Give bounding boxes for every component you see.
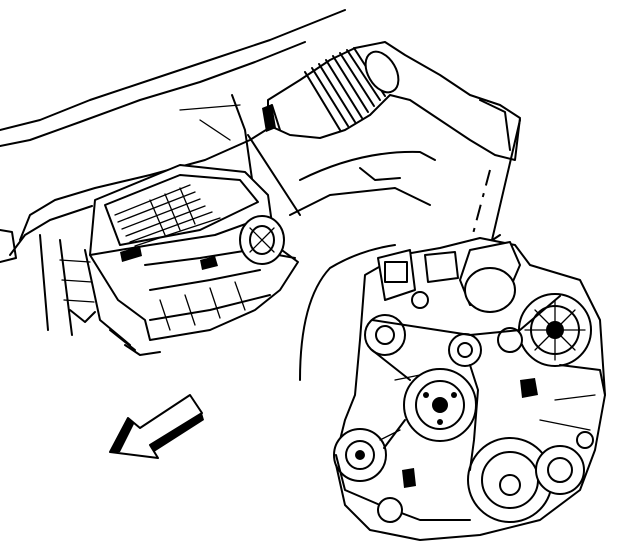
air-cleaner-housing-icon [69,164,299,356]
vehicle-fender-outline [0,9,346,351]
leader-lines [247,119,521,381]
air-intake-duct-icon [262,41,521,161]
engine-front-icon [333,237,606,541]
front-of-vehicle-arrow-icon [109,394,204,459]
